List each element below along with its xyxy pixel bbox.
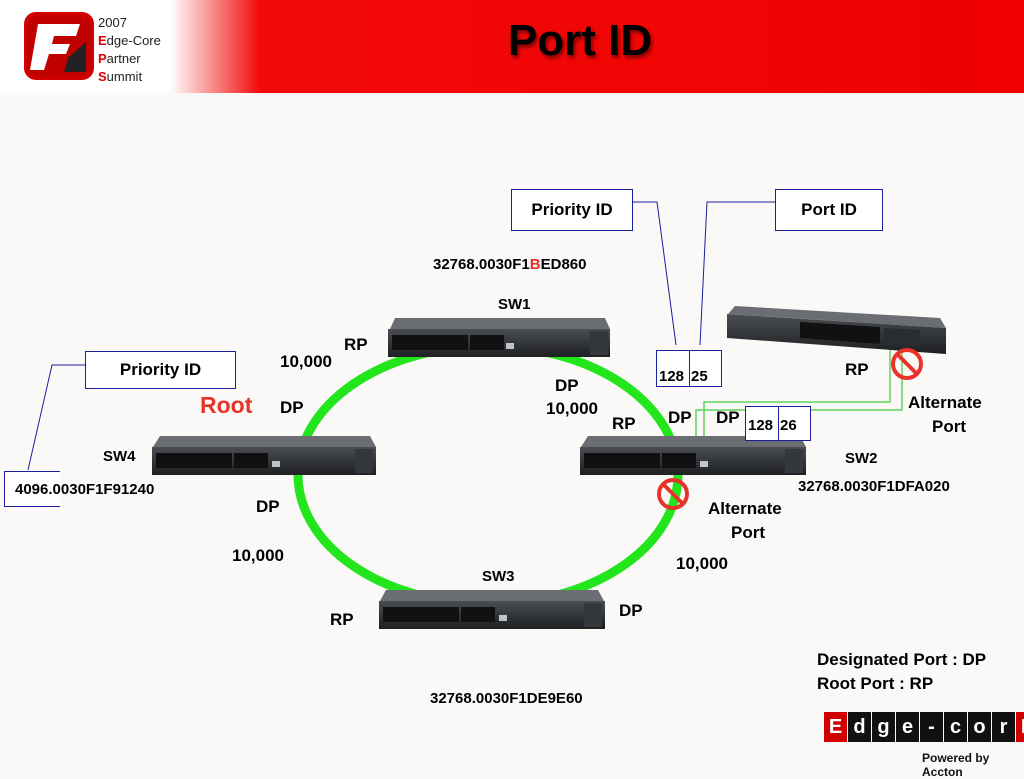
- logo-line-year: 2007: [98, 15, 127, 30]
- port-id-callout-top: Port ID: [775, 189, 883, 231]
- switch-sw3-icon: [379, 590, 605, 629]
- page-title: Port ID: [507, 16, 653, 65]
- sw1-name: SW1: [498, 296, 531, 313]
- sw2-designated-port-label-1: DP: [668, 408, 692, 427]
- sw2-root-port-label: RP: [612, 414, 636, 433]
- sw2-bridge-id: 32768.0030F1DFA020: [798, 478, 950, 495]
- header-bar: 2007 Edge-Core Partner Summit Port ID: [0, 0, 1024, 93]
- port-id-upper-port: 25: [691, 368, 708, 385]
- brand-letter: E: [824, 712, 847, 742]
- port-id-divider-lower: [778, 406, 779, 441]
- root-label: Root: [200, 392, 253, 418]
- priority-id-callout-left: Priority ID: [85, 351, 236, 389]
- brand-letter: g: [872, 712, 895, 742]
- alternate-link-inner: [703, 350, 891, 436]
- switch-sw4-icon: [152, 436, 376, 475]
- sw4-designated-port-bottom-label: DP: [256, 497, 280, 516]
- extra-switch-root-port-label: RP: [845, 360, 869, 379]
- port-id-lower-port: 26: [780, 417, 797, 434]
- sw1-bridge-id: 32768.0030F1BED860: [433, 256, 587, 273]
- sw3-name: SW3: [482, 568, 515, 585]
- powered-by-text: Powered by Accton: [922, 751, 990, 779]
- root-bridge-id-callout: [4, 471, 60, 507]
- sw2-designated-port-label-2: DP: [716, 408, 740, 427]
- cost-sw4-sw1: 10,000: [280, 352, 332, 371]
- brand-letter: r: [992, 712, 1015, 742]
- sw4-designated-port-top-label: DP: [280, 398, 304, 417]
- brand-letter: d: [848, 712, 871, 742]
- sw3-bridge-id: 32768.0030F1DE9E60: [430, 690, 583, 707]
- brand-letter: E: [1016, 712, 1024, 742]
- edge-core-summit-logo-icon: [24, 12, 94, 80]
- sw1-bridge-id-highlight: B: [529, 256, 541, 273]
- sw1-root-port-label: RP: [344, 335, 368, 354]
- callout-line-port-top: [699, 201, 775, 346]
- alternate-port-label-lower: Alternate Port: [708, 499, 782, 542]
- port-id-upper-priority: 128: [659, 368, 685, 385]
- logo-line-partner: Partner: [98, 51, 141, 66]
- priority-id-callout-top: Priority ID: [511, 189, 633, 231]
- port-role-legend: Designated Port : DP Root Port : RP: [817, 648, 986, 696]
- cost-sw3-sw2: 10,000: [676, 554, 728, 573]
- logo-line-summit: Summit: [98, 69, 143, 84]
- root-bridge-id-value: 4096.0030F1F91240: [15, 481, 155, 498]
- sw4-name: SW4: [103, 448, 136, 465]
- switch-sw2-icon: [580, 436, 806, 475]
- callout-line-priority-left: [27, 364, 85, 471]
- sw3-designated-port-label: DP: [619, 601, 643, 620]
- summit-logo-text: 2007 Edge-Core Partner Summit: [98, 14, 161, 86]
- sw2-name: SW2: [845, 450, 878, 467]
- switch-extra-icon: [727, 306, 946, 354]
- sw1-designated-port-label: DP: [555, 376, 579, 395]
- blocked-port-icon-upper: [891, 348, 923, 380]
- legend-designated-port: Designated Port : DP: [817, 650, 987, 669]
- legend-root-port: Root Port : RP: [817, 674, 934, 693]
- brand-letter: -: [920, 712, 943, 742]
- logo-line-edge: Edge-Core: [98, 33, 161, 48]
- alternate-port-label-upper: Alternate Port: [908, 393, 982, 436]
- brand-letter: e: [896, 712, 919, 742]
- edge-core-brand-logo: E d g e - c o r E: [824, 712, 1024, 742]
- brand-letter: o: [968, 712, 991, 742]
- brand-letter: c: [944, 712, 967, 742]
- switch-sw1-icon: [388, 318, 610, 357]
- cost-sw4-sw3: 10,000: [232, 546, 284, 565]
- port-id-divider-upper: [689, 350, 690, 387]
- cost-sw1-sw2: 10,000: [546, 399, 598, 418]
- blocked-port-icon-lower: [657, 478, 689, 510]
- callout-line-priority-top: [633, 201, 677, 346]
- sw3-root-port-label: RP: [330, 610, 354, 629]
- port-id-lower-priority: 128: [748, 417, 774, 434]
